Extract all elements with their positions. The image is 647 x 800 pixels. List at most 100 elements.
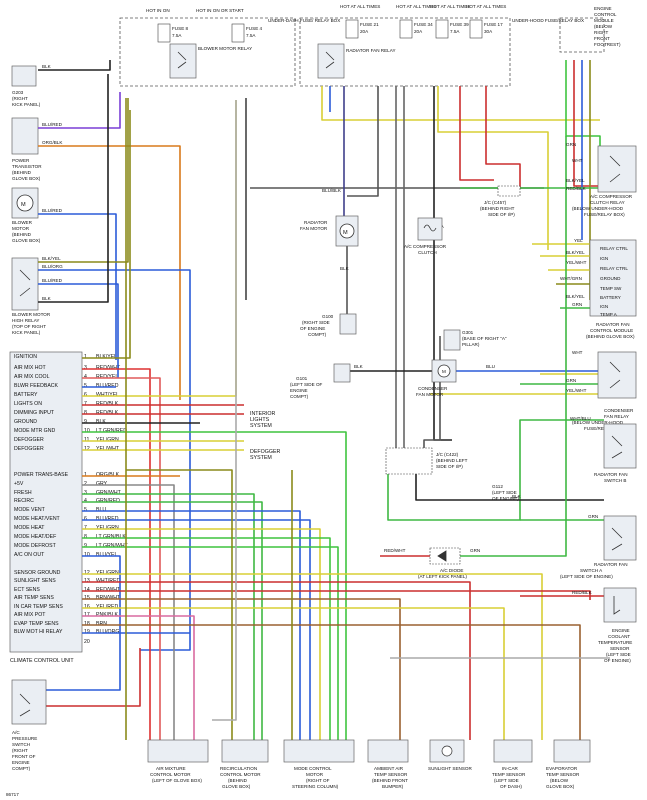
ccu-pin-label: BATTERY bbox=[14, 392, 38, 398]
ccu-pin-label: MODE HEAT/VENT bbox=[14, 516, 61, 522]
ccu-pin-number: 17 bbox=[84, 612, 90, 618]
wire-color-label: BLU/RED bbox=[42, 208, 63, 213]
ccu-pin-wire: BLU/YEL bbox=[96, 552, 117, 558]
wire-color-label: ORG/BLK bbox=[42, 140, 63, 145]
wire-color-label: YEL bbox=[574, 238, 583, 243]
ccu-pin-wire: GRN/WHT bbox=[96, 490, 122, 496]
ccu-pin-label: MODE DEFROST bbox=[14, 543, 57, 549]
svg-text:FUSE 34: FUSE 34 bbox=[414, 22, 433, 27]
wire bbox=[38, 98, 129, 263]
wire-color-label: GRN bbox=[566, 142, 576, 147]
wire-color-label: BLK/YEL bbox=[566, 294, 585, 299]
wire-color-label: BLK bbox=[354, 364, 364, 369]
svg-text:FUSE 17: FUSE 17 bbox=[484, 22, 503, 27]
wire-color-label: BLU/RED bbox=[42, 122, 63, 127]
svg-text:7.5A: 7.5A bbox=[450, 29, 460, 34]
wire-color-label: BLK/YEL bbox=[566, 178, 585, 183]
svg-text:RADIATOR FAN RELAY: RADIATOR FAN RELAY bbox=[346, 48, 396, 53]
ccu-pin-label: BLW MOT HI RELAY bbox=[14, 629, 63, 635]
ccu-pin-label: LIGHTS ON bbox=[14, 401, 42, 407]
wire bbox=[46, 648, 141, 707]
hot-all-times-1: HOT AT ALL TIMES bbox=[340, 4, 380, 9]
svg-text:7.5A: 7.5A bbox=[246, 33, 256, 38]
wire-color-label: RED/WHT bbox=[384, 548, 406, 553]
ccu-pin-label: +5V bbox=[14, 481, 24, 487]
ccu-pin-label: BLWR FEEDBACK bbox=[14, 383, 59, 389]
ac-diode: A/C DIODE(AT LEFT KICK PANEL) bbox=[418, 547, 467, 579]
ccu-pin-number: 6 bbox=[84, 516, 87, 522]
ccu-pin-wire: BRN/WHT bbox=[96, 595, 121, 601]
ccu-pin-wire: YEL/RED bbox=[96, 604, 118, 610]
wire bbox=[38, 283, 119, 378]
wire-color-label: GRN bbox=[566, 378, 576, 383]
wire bbox=[38, 213, 117, 360]
ccu-pin-label: AIR TEMP SENS bbox=[14, 595, 54, 601]
wire bbox=[82, 607, 505, 740]
ccu-pin-wire: GRN/RED bbox=[96, 498, 120, 504]
wire-color-label: BLK bbox=[42, 296, 52, 301]
wire bbox=[82, 528, 321, 740]
figure-id: 86717 bbox=[6, 792, 19, 797]
ccu-pin-label: IN CAR TEMP SENS bbox=[14, 604, 63, 610]
wire-color-label: RED/BLK bbox=[566, 186, 587, 191]
svg-text:20A: 20A bbox=[414, 29, 423, 34]
hot-all-times-3: HOT AT ALL TIMES bbox=[430, 4, 470, 9]
wire-color-label: BLK bbox=[42, 64, 52, 69]
ccu-pin-number: 19 bbox=[84, 629, 90, 635]
ccu-pin-number: 1 bbox=[84, 354, 87, 360]
ccu-pin-wire: YEL/GRN bbox=[96, 437, 119, 443]
ccu-pin-number: 3 bbox=[84, 490, 87, 496]
svg-text:RELAY CTRL: RELAY CTRL bbox=[600, 266, 628, 271]
wire-color-label: YEL/WHT bbox=[566, 388, 587, 393]
ccu-pin-wire: PNK/BLK bbox=[96, 612, 118, 618]
underhood-box-label: UNDER-HOOD FUSE/RELAY BOX bbox=[512, 18, 584, 23]
ccu-pin-wire: RED/WHT bbox=[96, 365, 121, 371]
ccu-pin-label: SUNLIGHT SENS bbox=[14, 578, 56, 584]
svg-text:IGN: IGN bbox=[600, 256, 608, 261]
hot-all-times-4: HOT AT ALL TIMES bbox=[466, 4, 506, 9]
wire bbox=[485, 86, 521, 188]
wire-color-label: GRN bbox=[572, 302, 582, 307]
ccu-pin-wire: BLK bbox=[96, 419, 106, 425]
ccu-pin-label: POWER TRANS-BASE bbox=[14, 472, 69, 478]
ccu-pin-number: 4 bbox=[84, 374, 87, 380]
svg-text:7.5A: 7.5A bbox=[172, 33, 182, 38]
wire bbox=[82, 537, 331, 740]
fuse-34: FUSE 34 20A bbox=[399, 19, 433, 39]
wire bbox=[82, 493, 255, 740]
svg-text:FUSE 4: FUSE 4 bbox=[246, 26, 263, 31]
ccu-pin-number: 9 bbox=[84, 543, 87, 549]
wire bbox=[126, 469, 233, 740]
wire bbox=[347, 86, 379, 197]
svg-text:FUSE 21: FUSE 21 bbox=[360, 22, 379, 27]
svg-text:FUSE 8: FUSE 8 bbox=[172, 26, 189, 31]
svg-text:TEMP A: TEMP A bbox=[600, 312, 618, 317]
ccu-pin-wire: YEL/GRN bbox=[96, 570, 119, 576]
wire bbox=[82, 484, 175, 740]
wire bbox=[565, 60, 601, 148]
ccu-pin-label: DEFOGGER bbox=[14, 437, 44, 443]
svg-text:A/C DIODE(AT LEFT KICK PANEL): A/C DIODE(AT LEFT KICK PANEL) bbox=[418, 568, 467, 579]
ccu-pin-number: 5 bbox=[84, 507, 87, 513]
svg-text:G301(BASE OF RIGHT "A"PILLAR): G301(BASE OF RIGHT "A"PILLAR) bbox=[462, 330, 507, 347]
wire bbox=[459, 86, 494, 181]
ccu-pin-wire: BLU/ORG bbox=[96, 629, 119, 635]
ccu-pin-wire: BLU bbox=[96, 507, 106, 513]
radiator-fan-control-module: RELAY CTRL IGN RELAY CTRL GROUND TEMP SW… bbox=[586, 239, 637, 339]
svg-text:M: M bbox=[442, 369, 446, 374]
wire-color-label: GRN bbox=[588, 514, 598, 519]
ccu-pin-label: SENSOR GROUND bbox=[14, 570, 61, 576]
wire-color-label: BLK bbox=[512, 494, 522, 499]
